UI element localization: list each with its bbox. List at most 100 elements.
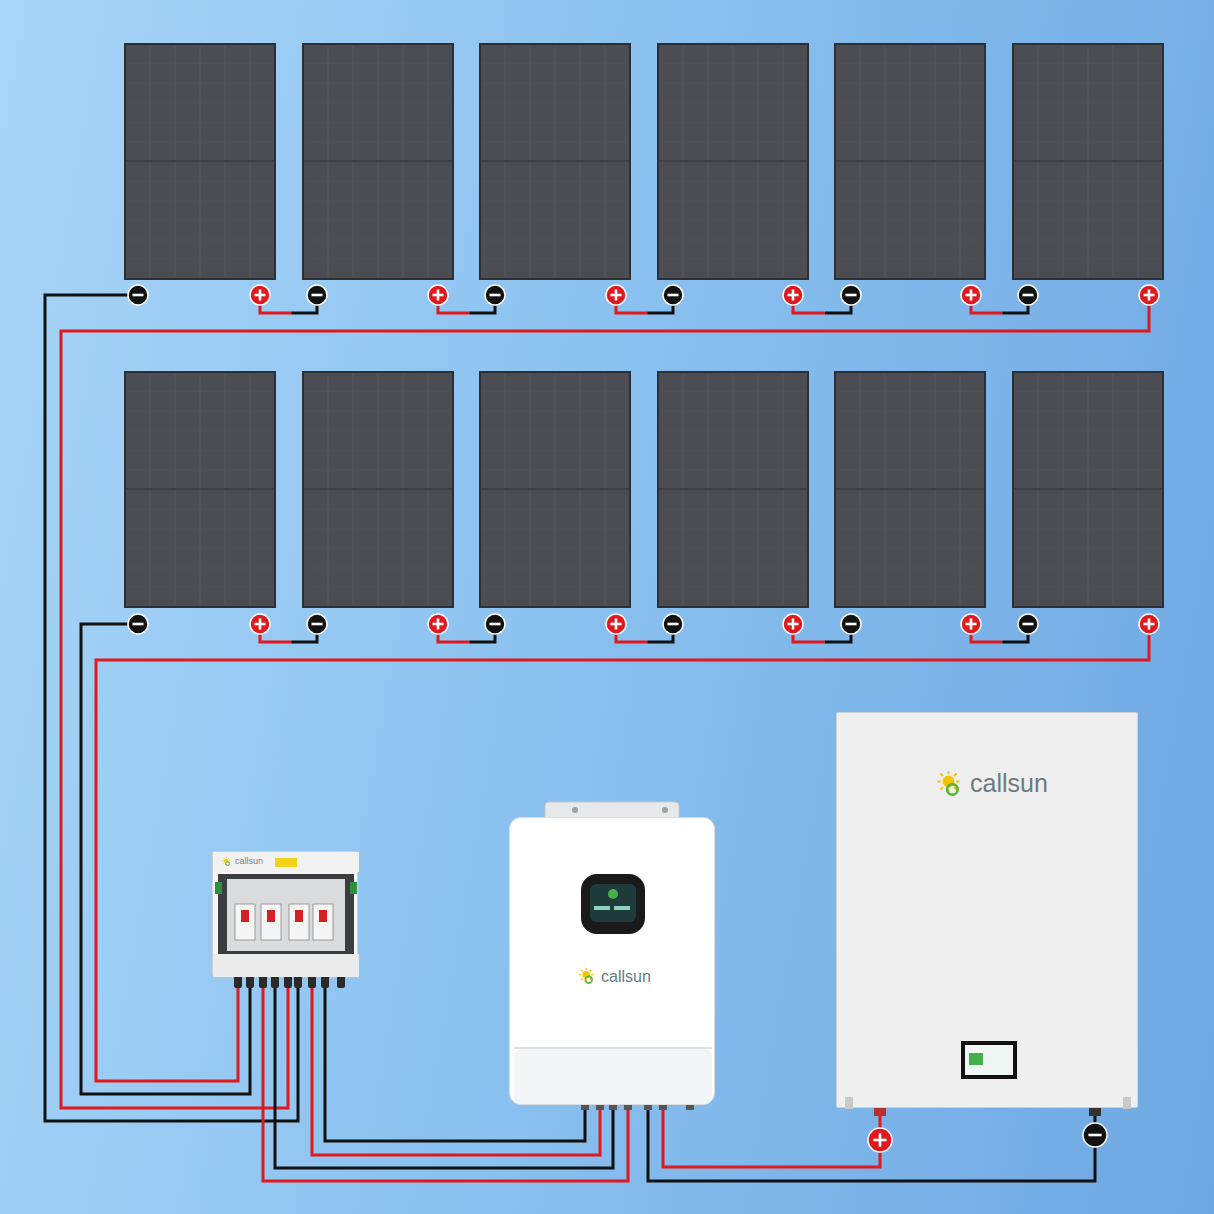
panel-cell-line	[127, 259, 273, 260]
device-detail	[510, 818, 716, 1106]
minus-terminal	[841, 285, 861, 305]
panel-cell-line	[127, 528, 273, 529]
string-wire	[61, 295, 1149, 1108]
plus-terminal	[1139, 285, 1159, 305]
panel-cell-line	[305, 450, 451, 451]
panel-cell-line	[1015, 122, 1161, 123]
panel-cell-line	[127, 142, 273, 143]
solar-panel	[125, 44, 275, 279]
sun-ray	[947, 771, 949, 774]
breaker-switch	[241, 910, 249, 922]
panel-cell-line	[127, 391, 273, 392]
panel-cell-line	[305, 142, 451, 143]
panel-cell-line	[482, 450, 628, 451]
solar-panel	[835, 372, 985, 607]
panel-cell-line	[482, 411, 628, 412]
panel-cell-line	[305, 489, 451, 490]
panel-cell-line	[837, 548, 983, 549]
panel-split-line	[1014, 160, 1162, 162]
panel-cell-line	[660, 489, 806, 490]
panel-split-line	[481, 488, 629, 490]
solar-panel	[303, 44, 453, 279]
display-bezel	[581, 874, 645, 934]
panel-cell-line	[482, 430, 628, 431]
minus-terminal	[485, 614, 505, 634]
panel-cell-line	[837, 63, 983, 64]
panel-cell-line	[1015, 509, 1161, 510]
terminal-sign	[1023, 294, 1034, 297]
panel-cell-line	[1015, 391, 1161, 392]
sun-ray	[225, 857, 226, 858]
minus-terminal	[1018, 614, 1038, 634]
battery-pack: callsun	[836, 712, 1138, 1108]
panel-cell-line	[127, 220, 273, 221]
display-bar	[594, 906, 610, 910]
panel-cell-line	[837, 450, 983, 451]
sun-ray	[590, 970, 591, 971]
brand-name: callsun	[601, 968, 651, 986]
sun-ray	[579, 974, 581, 975]
sun-ray	[581, 979, 582, 980]
panel-cell-line	[837, 470, 983, 471]
panel-cell-line	[837, 122, 983, 123]
bracket-hole	[662, 807, 668, 813]
panel-cell-line	[660, 450, 806, 451]
panel-cell-line	[305, 470, 451, 471]
sun-ray	[581, 970, 582, 971]
terminal-sign	[133, 294, 144, 297]
minus-terminal	[128, 285, 148, 305]
panel-cell-line	[837, 528, 983, 529]
panel-cell-line	[1015, 430, 1161, 431]
panel-cell-line	[1015, 102, 1161, 103]
sun-ray	[227, 858, 229, 860]
display-icon	[608, 889, 618, 899]
panel-split-line	[126, 488, 274, 490]
terminal-sign	[1148, 290, 1151, 301]
terminal-sign	[879, 1133, 882, 1146]
panel-cell-line	[660, 161, 806, 162]
terminal-sign	[668, 294, 679, 297]
leaf-swirl	[947, 784, 958, 795]
terminal-sign	[437, 619, 440, 630]
plus-terminal	[428, 285, 448, 305]
panel-cell-line	[1015, 411, 1161, 412]
terminal-sign	[792, 619, 795, 630]
sun-ray	[592, 974, 594, 975]
panel-cell-line	[482, 200, 628, 201]
minus-terminal	[307, 614, 327, 634]
panel-cell-line	[1015, 450, 1161, 451]
panel-cell-line	[305, 83, 451, 84]
panel-cell-line	[127, 470, 273, 471]
panel-cell-line	[482, 102, 628, 103]
dc-cable	[663, 1105, 880, 1167]
panel-cell-line	[1015, 220, 1161, 221]
solar-panel	[480, 372, 630, 607]
box-base	[213, 954, 359, 977]
panel-cell-line	[660, 587, 806, 588]
panel-cell-line	[660, 411, 806, 412]
solar-panel	[480, 44, 630, 279]
minus-terminal	[307, 285, 327, 305]
breaker	[261, 904, 281, 940]
panel-cell-line	[1015, 142, 1161, 143]
panel-cell-line	[660, 568, 806, 569]
panel-cell-line	[1015, 63, 1161, 64]
plus-terminal	[250, 285, 270, 305]
panel-split-line	[836, 160, 984, 162]
panel-cell-line	[305, 181, 451, 182]
plus-terminal	[961, 285, 981, 305]
panel-cell-line	[482, 220, 628, 221]
terminal-sign	[846, 623, 857, 626]
leaf-swirl	[586, 977, 593, 984]
terminal-sign	[792, 290, 795, 301]
panel-split-line	[304, 488, 452, 490]
minus-terminal	[1018, 285, 1038, 305]
terminal-sign	[259, 619, 262, 630]
panel-cell-line	[837, 83, 983, 84]
panel-cell-line	[660, 200, 806, 201]
panel-cell-line	[1015, 83, 1161, 84]
plus-terminal	[961, 614, 981, 634]
plus-terminal	[250, 614, 270, 634]
battery-foot	[1123, 1097, 1131, 1109]
inverter: callsun	[509, 817, 715, 1105]
